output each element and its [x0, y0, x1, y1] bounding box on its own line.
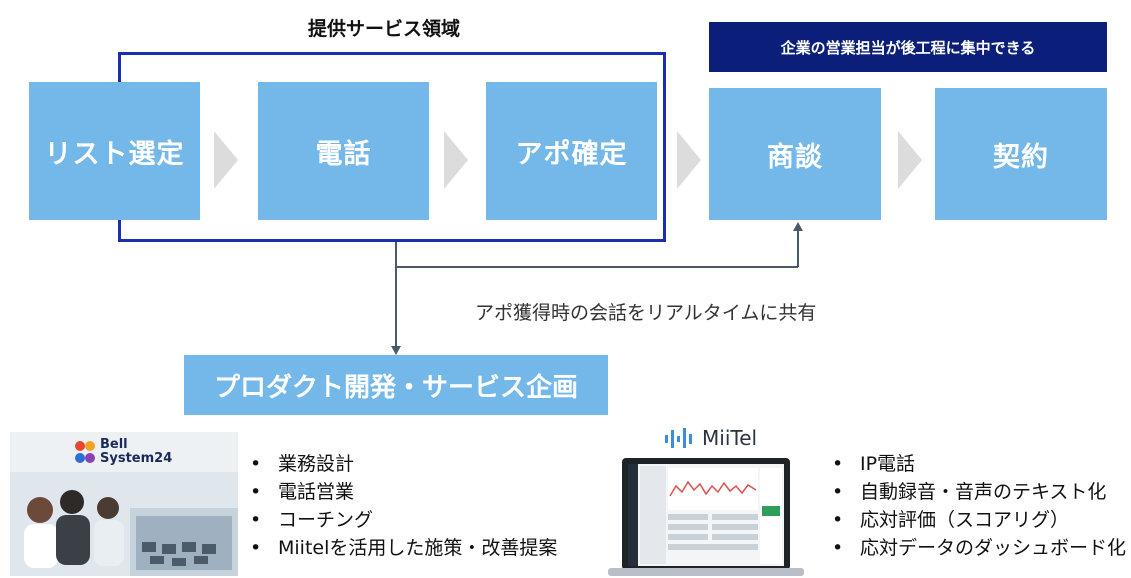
- list-item: •応対評価（スコアリグ）: [832, 509, 1070, 531]
- miitel-features-list: •IP電話 •自動録音・音声のテキスト化 •応対評価（スコアリグ） •応対データ…: [832, 450, 1126, 562]
- bell-logo-icon: [75, 441, 95, 463]
- list-item: •自動録音・音声のテキスト化: [832, 481, 1107, 503]
- miitel-logo: MiiTel: [664, 424, 774, 452]
- miitel-wave-icon: [665, 428, 692, 448]
- laptop-dashboard-image: [608, 458, 804, 576]
- product-planning-box: プロダクト開発・サービス企画: [184, 355, 608, 415]
- chevron-arrow-icon: [444, 131, 468, 189]
- step-list-selection: リスト選定: [29, 82, 200, 220]
- bell-logo-line1: Bell: [100, 437, 128, 452]
- share-caption: アポ獲得時の会話をリアルタイムに共有: [475, 302, 817, 324]
- list-item: •Miitelを活用した施策・改善提案: [250, 537, 558, 559]
- up-arrowhead-icon: [793, 222, 803, 231]
- bell-system24-logo: Bell System24: [74, 436, 194, 472]
- list-item: •コーチング: [250, 509, 374, 531]
- bell-services-list: •業務設計 •電話営業 •コーチング •Miitelを活用した施策・改善提案: [250, 450, 557, 562]
- step-appointment: アポ確定: [486, 82, 657, 220]
- bell-panel: Bell System24: [10, 432, 238, 576]
- scope-title: 提供サービス領域: [308, 18, 461, 40]
- call-center-photo: [10, 472, 238, 576]
- down-arrowhead-icon: [391, 346, 401, 355]
- bell-logo-line2: System24: [100, 451, 173, 466]
- list-item: •IP電話: [832, 453, 916, 475]
- miitel-logo-text: MiiTel: [702, 426, 758, 450]
- step-contract: 契約: [935, 88, 1107, 220]
- chevron-arrow-icon: [898, 131, 922, 189]
- step-phone: 電話: [258, 82, 429, 220]
- chevron-arrow-icon: [677, 131, 701, 189]
- list-item: •応対データのダッシュボード化: [832, 537, 1127, 559]
- step-negotiation: 商談: [709, 88, 881, 220]
- chevron-arrow-icon: [214, 131, 238, 189]
- list-item: •電話営業: [250, 481, 355, 503]
- list-item: •業務設計: [250, 453, 355, 475]
- focus-banner: 企業の営業担当が後工程に集中できる: [709, 22, 1107, 72]
